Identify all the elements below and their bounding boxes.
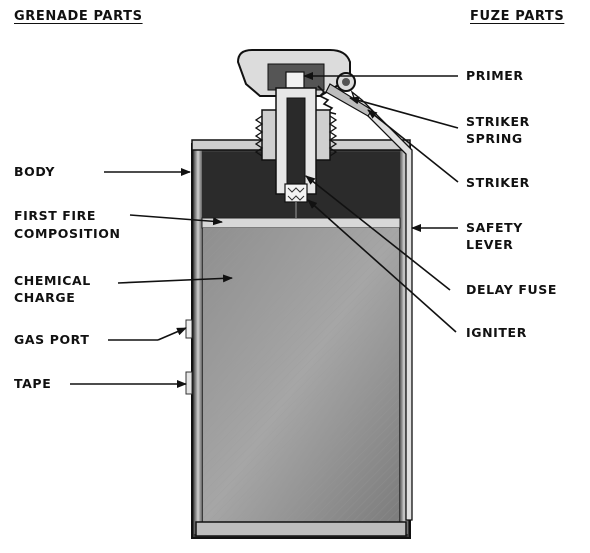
gas-port — [185, 319, 193, 339]
grenade-parts-heading: GRENADE PARTS — [14, 9, 143, 24]
leader-striker-spring — [349, 96, 459, 129]
igniter — [284, 183, 308, 203]
label-first-fire-line2: COMPOSITION — [14, 226, 121, 241]
label-tape: TAPE — [14, 376, 52, 391]
neck-threads-left — [254, 115, 264, 157]
leader-chemical-charge — [117, 274, 233, 284]
leader-striker — [367, 109, 459, 183]
label-gas-port: GAS PORT — [14, 332, 90, 347]
body-left-wall — [194, 150, 202, 534]
label-safety-lever-line2: LEVER — [466, 237, 514, 252]
label-chemical-line1: CHEMICAL — [14, 273, 91, 288]
neck-threads-right — [328, 115, 338, 157]
delay-fuse — [286, 97, 306, 185]
leader-delay-fuse — [305, 175, 451, 291]
label-striker: STRIKER — [466, 175, 530, 190]
label-first-fire-line1: FIRST FIRE — [14, 208, 97, 223]
label-striker-spring-line1: STRIKER — [466, 114, 530, 129]
label-body: BODY — [14, 164, 56, 179]
tape-strip — [185, 371, 193, 395]
primer — [285, 71, 305, 89]
bottom-plate — [195, 521, 407, 537]
label-chemical-line2: CHARGE — [14, 290, 76, 305]
leader-igniter — [307, 199, 457, 333]
label-safety-lever-line1: SAFETY — [466, 220, 523, 235]
leader-first-fire — [129, 214, 223, 226]
label-striker-spring-line2: SPRING — [466, 131, 523, 146]
label-primer: PRIMER — [466, 68, 524, 83]
label-delay-fuse: DELAY FUSE — [466, 282, 557, 297]
fuze-parts-heading: FUZE PARTS — [470, 9, 565, 24]
chemical-charge-texture — [203, 228, 399, 524]
label-igniter: IGNITER — [466, 325, 527, 340]
body-right-wall — [400, 150, 408, 534]
